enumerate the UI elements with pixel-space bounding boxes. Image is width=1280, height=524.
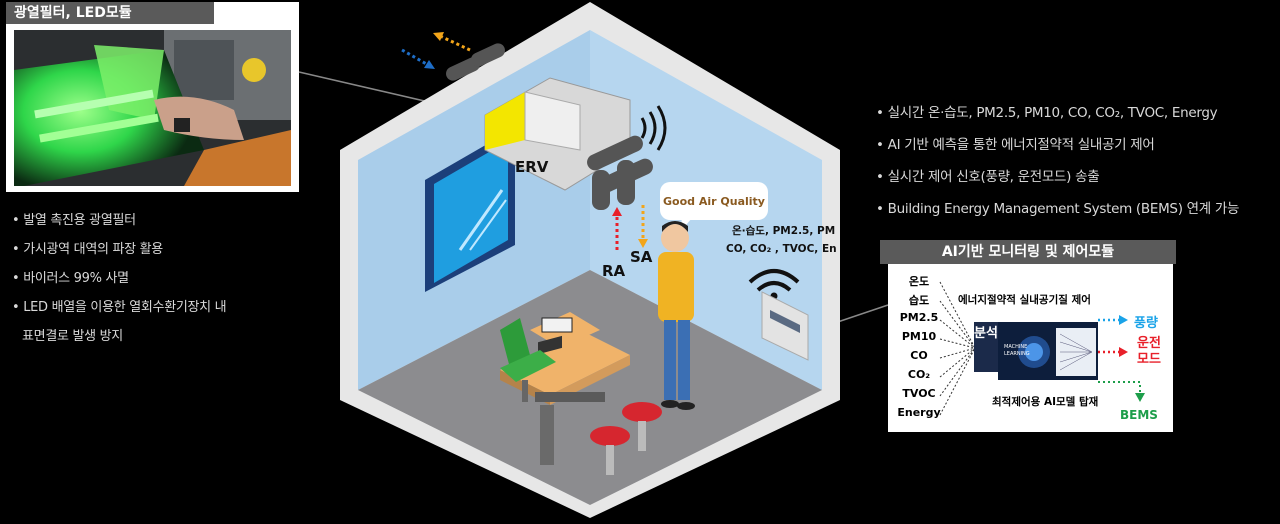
left-bullet: 표면결로 발생 방지 xyxy=(22,329,123,344)
stool xyxy=(590,426,630,446)
left-bullet: • LED 배열을 이용한 열회수환기장치 내 xyxy=(12,300,227,315)
left-feature-list: • 발열 촉진용 광열필터 • 가시광역 대역의 파장 활용 • 바이러스 99… xyxy=(12,206,227,351)
ai-module-panel: AI기반 모니터링 및 제어모듈 온도 습도 PM2.5 PM10 CO CO₂… xyxy=(880,240,1176,432)
analysis-box: 분석 xyxy=(974,322,998,372)
left-bullet: • 발열 촉진용 광열필터 xyxy=(12,213,136,228)
ai-flow-lines xyxy=(939,281,1145,416)
ra-label: RA xyxy=(602,262,626,280)
photo-title: 광열필터, LED모듈 xyxy=(6,2,214,24)
erv-yellow-face xyxy=(485,92,525,150)
bubble-text: Good Air Quality xyxy=(663,195,765,208)
right-feature-list: • 실시간 온·습도, PM2.5, PM10, CO, CO₂, TVOC, … xyxy=(876,97,1239,225)
input-co: CO xyxy=(910,349,928,362)
ai-top-label: 에너지절약적 실내공기질 제어 xyxy=(958,294,1091,306)
left-bullet: • 가시광역 대역의 파장 활용 xyxy=(12,242,163,257)
right-bullet: • 실시간 제어 신호(풍량, 운전모드) 송출 xyxy=(876,169,1100,185)
output-bems: BEMS xyxy=(1120,408,1158,422)
input-tvoc: TVOC xyxy=(902,387,936,400)
sa-label: SA xyxy=(630,248,653,266)
ai-panel-title: AI기반 모니터링 및 제어모듈 xyxy=(880,240,1176,264)
ml-image: MACHINE LEARNING xyxy=(998,322,1098,380)
output-airflow: 풍량 xyxy=(1134,316,1158,331)
input-pm25: PM2.5 xyxy=(899,311,939,324)
left-bullet: • 바이러스 99% 사멸 xyxy=(12,271,129,286)
floor xyxy=(358,270,822,505)
ai-bottom-label: 최적제어용 AI모델 탑재 xyxy=(992,396,1099,408)
sensor-text-line2: CO, CO₂ , TVOC, En xyxy=(726,243,837,255)
led-filter-photo xyxy=(14,30,291,186)
wifi-icon xyxy=(640,117,647,139)
window-glass xyxy=(434,141,508,283)
erv-label: ERV xyxy=(515,158,549,176)
ml-label: MACHINE LEARNING xyxy=(1004,344,1030,357)
person xyxy=(661,224,689,252)
input-pm10: PM10 xyxy=(901,330,937,343)
desk xyxy=(500,330,630,395)
right-bullet: • 실시간 온·습도, PM2.5, PM10, CO, CO₂, TVOC, … xyxy=(876,105,1218,121)
room-scene: ERV RA SA Good Air Quality 온·습도, PM2.5, … xyxy=(340,2,840,518)
input-energy: Energy xyxy=(897,406,941,419)
photo-panel: 광열필터, LED모듈 xyxy=(6,2,299,192)
input-temp: 온도 xyxy=(908,275,930,288)
right-bullet: • AI 기반 예측을 통한 에너지절약적 실내공기 제어 xyxy=(876,137,1155,153)
sensor-device xyxy=(761,291,809,361)
speech-bubble xyxy=(660,182,768,220)
sensor-input-list: 온도 습도 PM2.5 PM10 CO CO₂ TVOC Energy xyxy=(896,273,942,425)
output-mode: 운전 모드 xyxy=(1137,336,1161,367)
stool xyxy=(622,402,662,422)
chair xyxy=(500,318,530,368)
sensor-text-line1: 온·습도, PM2.5, PM xyxy=(732,224,835,237)
input-co2: CO₂ xyxy=(907,368,931,381)
right-bullet: • Building Energy Management System (BEM… xyxy=(876,201,1240,217)
input-humidity: 습도 xyxy=(908,294,930,307)
